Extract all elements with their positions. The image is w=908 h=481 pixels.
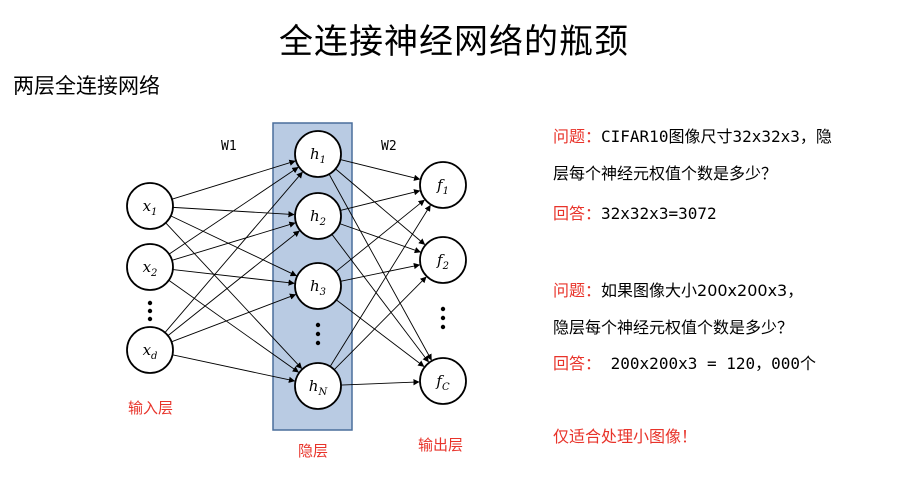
input-node-x2-label: x2	[143, 258, 158, 279]
edge-w1-2-2	[171, 293, 297, 343]
edge-w1-1-2	[172, 269, 295, 286]
hidden-node-h1-label: h1	[310, 145, 326, 166]
edge-w2-0-2	[328, 173, 432, 361]
answer-2-prefix: 回答：	[553, 354, 602, 373]
input-node-x1-label: x1	[143, 197, 158, 218]
edge-w2-1-0	[340, 189, 421, 211]
input-node-xd: xd	[126, 326, 174, 374]
w2-label: W2	[381, 139, 397, 154]
hidden-node-h2-label: h2	[310, 207, 326, 228]
hidden-node-h3: h3	[294, 262, 342, 310]
hidden-node-hN: hN	[294, 362, 342, 410]
answer-1-text: 32x32x3=3072	[601, 204, 717, 223]
edge-w1-1-1	[171, 221, 296, 261]
question-1-text: CIFAR10图像尺寸32x32x3，隐	[601, 127, 832, 146]
output-node-f2: f2	[419, 236, 467, 284]
page-title: 全连接神经网络的瓶颈	[279, 22, 629, 62]
answer-2: 回答： 200x200x3 = 120，000个	[553, 354, 816, 374]
w1-label: W1	[221, 139, 237, 154]
edge-w2-2-0	[335, 199, 425, 272]
input-ellipsis	[147, 300, 153, 322]
edge-w2-3-1	[333, 276, 427, 370]
input-node-xd-label: xd	[143, 341, 158, 362]
edge-w2-0-1	[335, 168, 426, 245]
edge-w1-0-3	[165, 222, 303, 369]
output-node-f1-label: f1	[436, 176, 449, 197]
edge-w2-2-2	[336, 299, 425, 367]
question-1-line-2: 层每个神经元权值个数是多少？	[553, 164, 778, 183]
output-ellipsis	[440, 306, 446, 330]
output-node-fC-label: fC	[435, 372, 450, 393]
hidden-layer-label: 隐层	[298, 442, 328, 460]
question-1-line-1: 问题：CIFAR10图像尺寸32x32x3，隐	[553, 127, 832, 147]
output-layer-label: 输出层	[418, 436, 463, 454]
edge-w1-2-1	[167, 230, 300, 337]
input-node-x1: x1	[126, 182, 174, 230]
answer-2-text: 200x200x3 = 120，000个	[601, 354, 817, 373]
question-1-prefix: 问题：	[553, 127, 602, 146]
hidden-node-h1: h1	[294, 130, 342, 178]
hidden-node-hN-label: hN	[309, 377, 329, 398]
edge-w2-3-0	[329, 204, 431, 367]
edge-w1-0-0	[171, 159, 296, 200]
edge-w2-1-2	[331, 234, 429, 363]
input-node-x2: x2	[126, 243, 174, 291]
conclusion: 仅适合处理小图像！	[553, 427, 698, 446]
edge-w2-3-2	[340, 379, 420, 386]
edge-w2-2-1	[340, 262, 421, 282]
input-layer-label: 输入层	[128, 399, 173, 417]
edge-w1-1-0	[168, 167, 299, 255]
hidden-node-h3-label: h3	[310, 277, 326, 298]
edge-w1-2-3	[172, 354, 296, 383]
output-node-fC: fC	[419, 357, 467, 405]
output-node-f1: f1	[419, 161, 467, 209]
question-2-prefix: 问题：	[553, 281, 602, 300]
hidden-ellipsis	[315, 322, 321, 346]
hidden-node-h2: h2	[294, 192, 342, 240]
answer-1: 回答：32x32x3=3072	[553, 204, 717, 224]
edge-w1-1-3	[168, 279, 299, 373]
edge-w2-1-1	[339, 223, 421, 254]
question-2-line-2: 隐层每个神经元权值个数是多少？	[553, 318, 794, 337]
output-node-f2-label: f2	[436, 251, 449, 272]
edge-w2-0-0	[340, 159, 421, 181]
question-2-text: 如果图像大小200x200x3，	[601, 281, 804, 300]
question-2-line-1: 问题：如果图像大小200x200x3，	[553, 281, 803, 301]
subtitle: 两层全连接网络	[13, 74, 160, 98]
edge-w1-2-0	[164, 171, 303, 333]
edge-w1-0-2	[170, 215, 297, 277]
answer-1-prefix: 回答：	[553, 204, 602, 223]
